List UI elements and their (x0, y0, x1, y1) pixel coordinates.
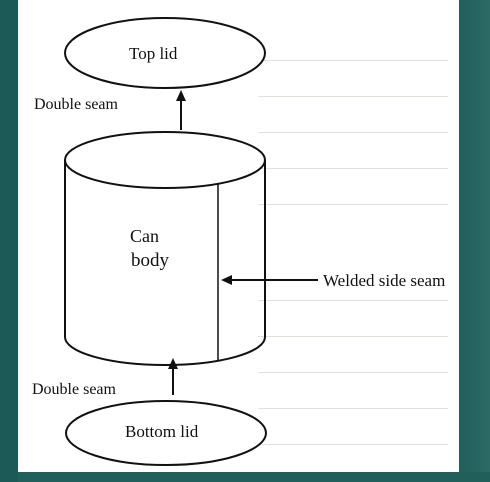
can-bottom-arc (64, 336, 266, 366)
weld-arrowhead (221, 275, 232, 285)
top-lid-ellipse (64, 17, 266, 89)
can-diagram (64, 17, 318, 466)
right-border (459, 0, 490, 482)
bottom-lid-label: Bottom lid (125, 422, 199, 441)
diagram-panel: Top lid Double seam Can body Welded side… (18, 0, 459, 472)
top-lid-label: Top lid (129, 44, 178, 63)
can-top-ellipse (64, 131, 266, 189)
bottom-border (18, 472, 490, 482)
can-body-label-line2: body (131, 250, 169, 271)
bottom-seam-arrowhead (168, 358, 178, 369)
welded-side-seam-label: Welded side seam (323, 271, 446, 290)
can-body-label-line1: Can (130, 226, 159, 246)
left-border (0, 0, 18, 482)
double-seam-bottom-label: Double seam (32, 381, 116, 398)
bottom-lid-ellipse (65, 400, 267, 466)
top-seam-arrowhead (176, 90, 186, 101)
double-seam-top-label: Double seam (34, 96, 118, 113)
